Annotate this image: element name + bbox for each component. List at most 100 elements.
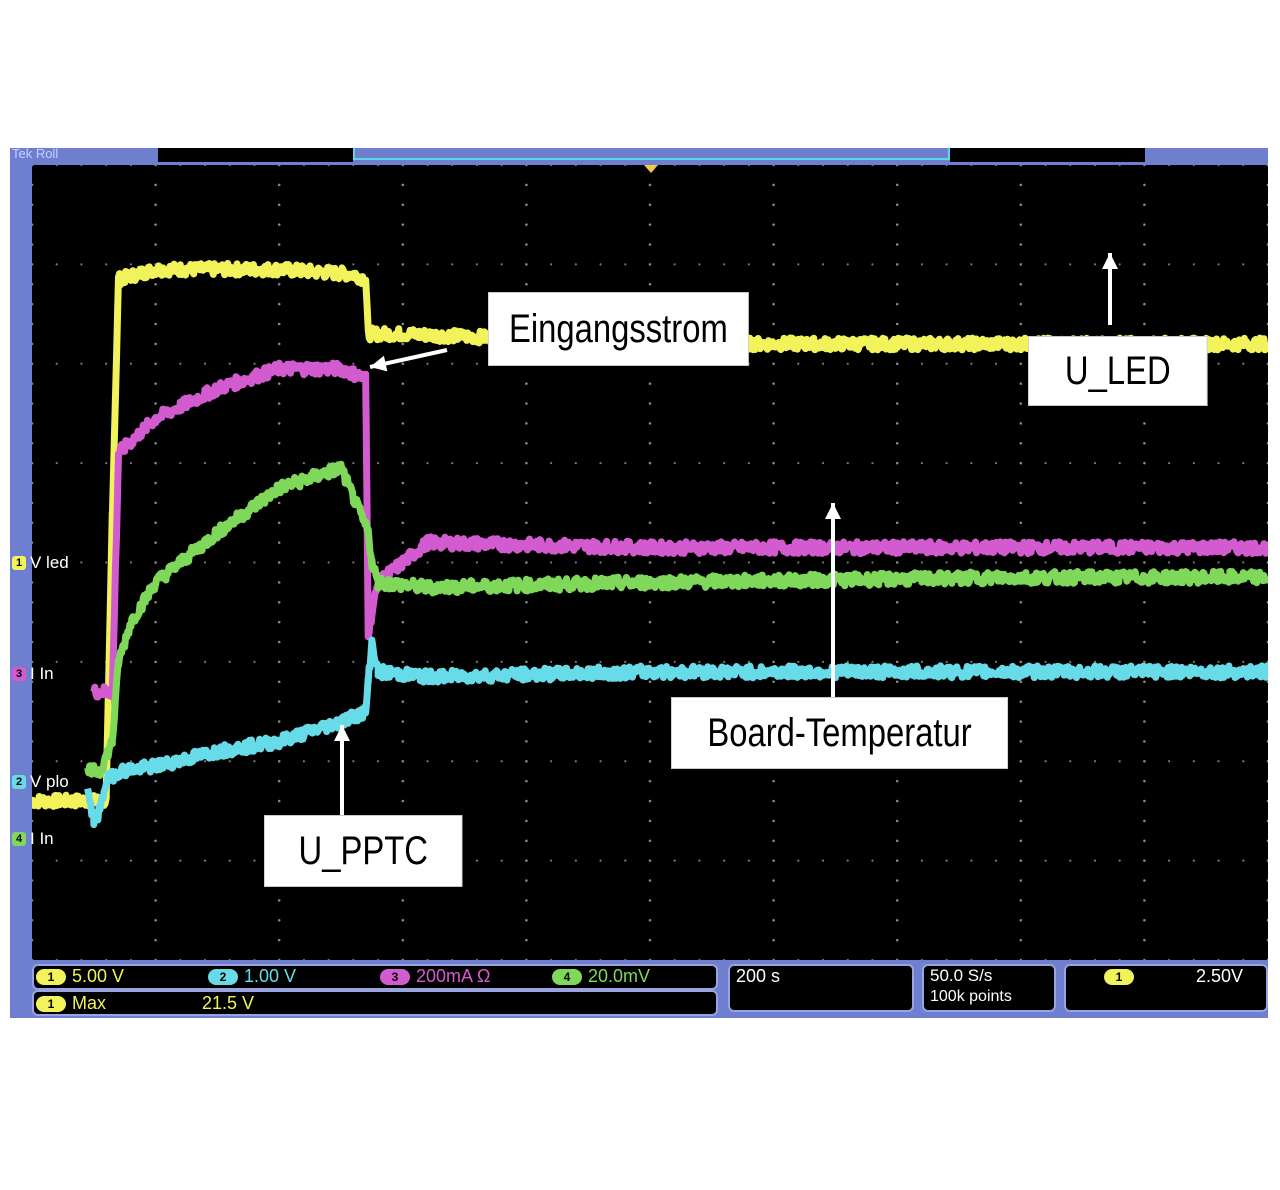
grid-dot (1266, 282, 1268, 286)
grid-dot (1044, 263, 1047, 266)
grid-dot (401, 660, 405, 664)
channel-scale-box (32, 964, 718, 990)
markers (334, 165, 1118, 815)
grid-dot (525, 600, 528, 604)
grid-dot (797, 263, 800, 266)
grid-dot (1217, 561, 1220, 564)
grid-dot (772, 183, 775, 187)
grid-dot (1093, 859, 1097, 862)
grid-dot (32, 859, 34, 862)
grid-dot (253, 462, 256, 465)
channel-1-scale-icon: 1 (36, 969, 66, 986)
grid-dot (32, 223, 34, 226)
grid-dot (228, 561, 231, 564)
grid-dot (451, 362, 454, 365)
annotation-eingangsstrom: Eingangsstrom (488, 292, 749, 366)
grid-dot (871, 660, 874, 663)
grid-dot (1168, 263, 1171, 266)
grid-dot (648, 839, 652, 843)
grid-dot (352, 263, 355, 266)
grid-dot (1192, 660, 1195, 663)
grid-dot (327, 958, 330, 960)
grid-dot (525, 243, 528, 246)
grid-dot (1143, 779, 1146, 783)
grid-dot (525, 183, 528, 187)
grid-dot (1019, 640, 1023, 644)
grid-dot (129, 760, 132, 763)
grid-dot (154, 382, 157, 385)
grid-dot (401, 302, 405, 306)
grid-dot (747, 462, 750, 465)
grid-dot (401, 342, 405, 346)
grid-dot (821, 958, 825, 960)
grid-dot (1044, 462, 1047, 465)
record-view-indicator (353, 148, 950, 160)
grid-dot (797, 958, 800, 960)
channel-4-icon: 4 (12, 832, 26, 846)
grid-dot (846, 958, 849, 960)
grid-dot (32, 759, 34, 763)
grid-dot (772, 938, 775, 942)
grid-dot (945, 958, 948, 960)
grid-dot (525, 660, 528, 664)
grid-dot (574, 561, 577, 564)
grid-dot (1266, 620, 1268, 624)
grid-dot (1266, 561, 1268, 564)
grid-dot (327, 760, 330, 763)
grid-dot (55, 462, 58, 465)
grid-dot (747, 165, 750, 167)
grid-dot (154, 282, 157, 286)
grid-dot (277, 422, 281, 425)
grid-dot (129, 660, 132, 663)
grid-dot (401, 422, 405, 425)
grid-dot (895, 223, 899, 226)
grid-dot (475, 859, 479, 862)
grid-dot (797, 462, 800, 465)
grid-dot (32, 640, 34, 644)
grid-dot (525, 223, 528, 226)
grid-dot (1069, 561, 1072, 564)
grid-dot (747, 859, 750, 862)
grid-dot (673, 165, 676, 167)
grid-dot (624, 859, 627, 862)
grid-dot (500, 263, 503, 266)
grid-dot (154, 342, 157, 346)
grid-dot (401, 402, 405, 405)
grid-dot (895, 561, 899, 564)
grid-dot (154, 879, 157, 882)
grid-dot (970, 165, 973, 167)
grid-dot (1019, 680, 1023, 684)
grid-dot (1019, 461, 1023, 465)
grid-dot (500, 462, 503, 465)
grid-dot (154, 720, 157, 723)
grid-dot (203, 362, 207, 365)
grid-dot (1266, 183, 1268, 187)
grid-dot (1069, 660, 1072, 663)
grid-dot (871, 859, 874, 862)
grid-dot (401, 918, 405, 922)
grid-dot (648, 481, 652, 485)
channel-1-icon: 1 (12, 556, 26, 570)
grid-dot (1192, 859, 1195, 862)
grid-dot (154, 322, 157, 326)
grid-dot (797, 859, 800, 862)
grid-dot (1019, 382, 1023, 385)
grid-dot (970, 660, 973, 663)
grid-dot (525, 422, 528, 425)
grid-dot (80, 263, 83, 266)
grid-dot (723, 561, 726, 564)
grid-dot (1118, 561, 1121, 564)
grid-dot (525, 461, 528, 465)
grid-dot (105, 561, 108, 564)
grid-dot (772, 899, 775, 902)
grid-dot (277, 799, 281, 803)
grid-dot (550, 859, 553, 862)
grid-dot (277, 918, 281, 922)
grid-dot (525, 958, 528, 960)
grid-dot (1143, 183, 1146, 187)
grid-dot (821, 165, 825, 167)
grid-dot (1019, 819, 1023, 823)
grid-dot (32, 541, 34, 544)
grid-dot (599, 760, 602, 763)
